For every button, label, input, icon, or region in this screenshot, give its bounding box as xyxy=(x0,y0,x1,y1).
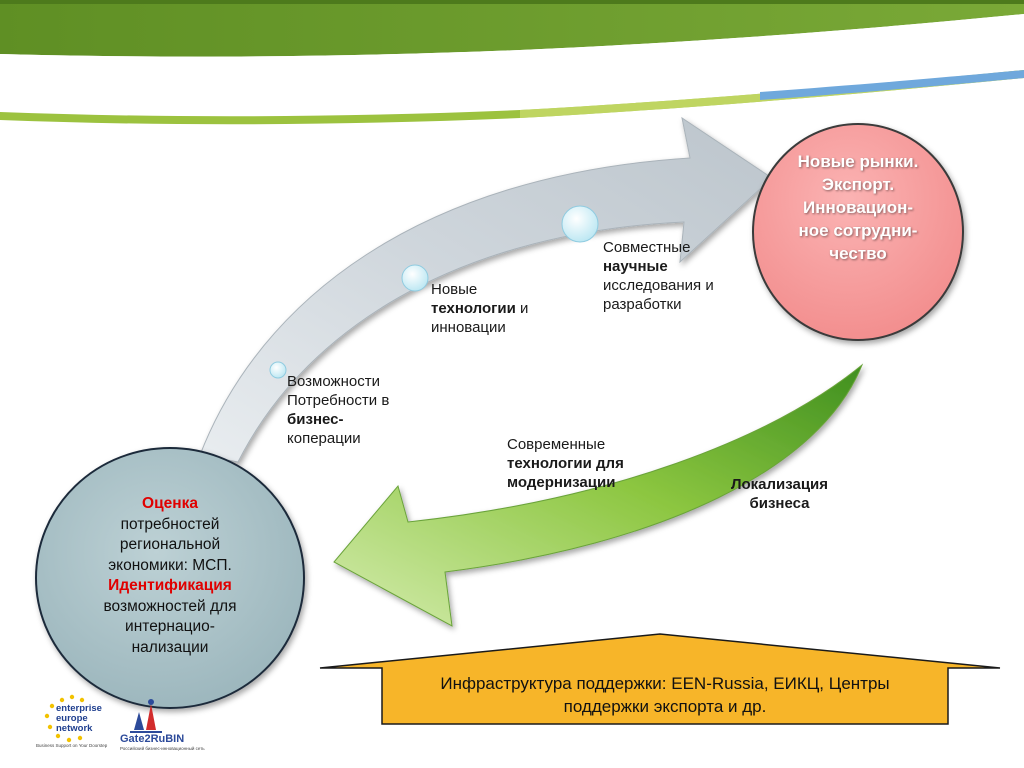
teal-line-2: потребностей xyxy=(120,515,220,533)
een-logo-mark xyxy=(44,694,85,743)
label-modern-technologies: Современные технологии для модернизации xyxy=(507,435,667,492)
label-modern-line2: технологии для xyxy=(507,455,624,472)
gate2rubin-logo-mark xyxy=(130,699,162,733)
label-opportunities-line2: Потребности в xyxy=(287,392,390,409)
pink-line-2: Экспорт. xyxy=(821,175,895,194)
gate2rubin-tagline: Российский бизнес-инновационный сеть xyxy=(120,746,205,751)
label-opportunities-line4: коперации xyxy=(287,430,361,447)
label-joint-line1: Совместные xyxy=(603,239,691,256)
label-new-technologies: Новые технологии и инновации xyxy=(431,280,581,337)
bubble-large xyxy=(561,205,599,243)
pink-line-1: Новые рынки. xyxy=(797,152,919,171)
een-logo-line1: enterprise xyxy=(56,703,102,714)
teal-line-6: возможностей для xyxy=(103,597,237,615)
label-new-tech-line1: Новые xyxy=(431,281,478,298)
label-joint-line4: разработки xyxy=(603,296,682,313)
pink-circle xyxy=(752,123,964,341)
label-modern-line3: модернизации xyxy=(507,474,616,491)
label-modern-line1: Современные xyxy=(507,436,606,453)
infrastructure-line2: поддержки экспорта и др. xyxy=(563,697,767,716)
teal-line-4: экономики: МСП. xyxy=(108,556,232,574)
upper-arrow xyxy=(199,116,773,463)
label-localization-line2: бизнеса xyxy=(749,495,810,512)
bubble-medium xyxy=(401,264,429,292)
pink-line-5: чество xyxy=(829,244,887,263)
label-new-tech-bold: технологии xyxy=(431,300,516,317)
label-opportunities: Возможности Потребности в бизнес- копера… xyxy=(287,372,427,448)
label-localization-line1: Локализация xyxy=(730,476,829,493)
label-new-tech-rest: и xyxy=(515,300,529,317)
pink-line-4: ное сотрудни- xyxy=(798,221,918,240)
label-joint-line3: исследования и xyxy=(603,277,714,294)
label-new-tech-line2: технологии и xyxy=(431,299,581,318)
bubble-small xyxy=(269,361,287,379)
teal-circle-text: Оценка потребностей региональной экономи… xyxy=(60,494,280,658)
label-joint-line2: научные xyxy=(603,258,668,275)
teal-circle xyxy=(35,447,305,709)
lower-arrow xyxy=(333,363,864,627)
infrastructure-banner xyxy=(319,633,1001,725)
een-logo: enterprise europe network xyxy=(56,704,116,734)
pink-line-3: Инновацион- xyxy=(802,198,914,217)
header-band xyxy=(0,0,1024,125)
label-new-tech-line3: инновации xyxy=(431,319,506,336)
teal-line-8: нализации xyxy=(131,638,209,656)
teal-line-identification: Идентификация xyxy=(108,577,232,594)
label-opportunities-line1: Возможности xyxy=(287,373,380,390)
een-tagline: Business Support on Your Doorstep xyxy=(36,743,108,748)
gate2rubin-logo: Gate2RuBIN xyxy=(120,733,185,745)
label-localization: Локализация бизнеса xyxy=(712,475,847,513)
een-logo-line2: europe xyxy=(56,713,88,724)
infrastructure-line1: Инфраструктура поддержки: EEN-Russia, ЕИ… xyxy=(440,674,890,693)
label-joint-research: Совместные научные исследования и разраб… xyxy=(603,238,763,314)
pink-circle-text: Новые рынки. Экспорт. Инновацион- ное со… xyxy=(768,150,948,265)
infrastructure-text: Инфраструктура поддержки: EEN-Russia, ЕИ… xyxy=(384,672,946,718)
teal-line-3: региональной xyxy=(119,536,221,553)
label-opportunities-line3: бизнес- xyxy=(287,411,344,428)
een-logo-line3: network xyxy=(56,723,93,734)
teal-line-7: интернацио- xyxy=(125,618,215,635)
teal-line-assessment: Оценка xyxy=(142,495,198,512)
